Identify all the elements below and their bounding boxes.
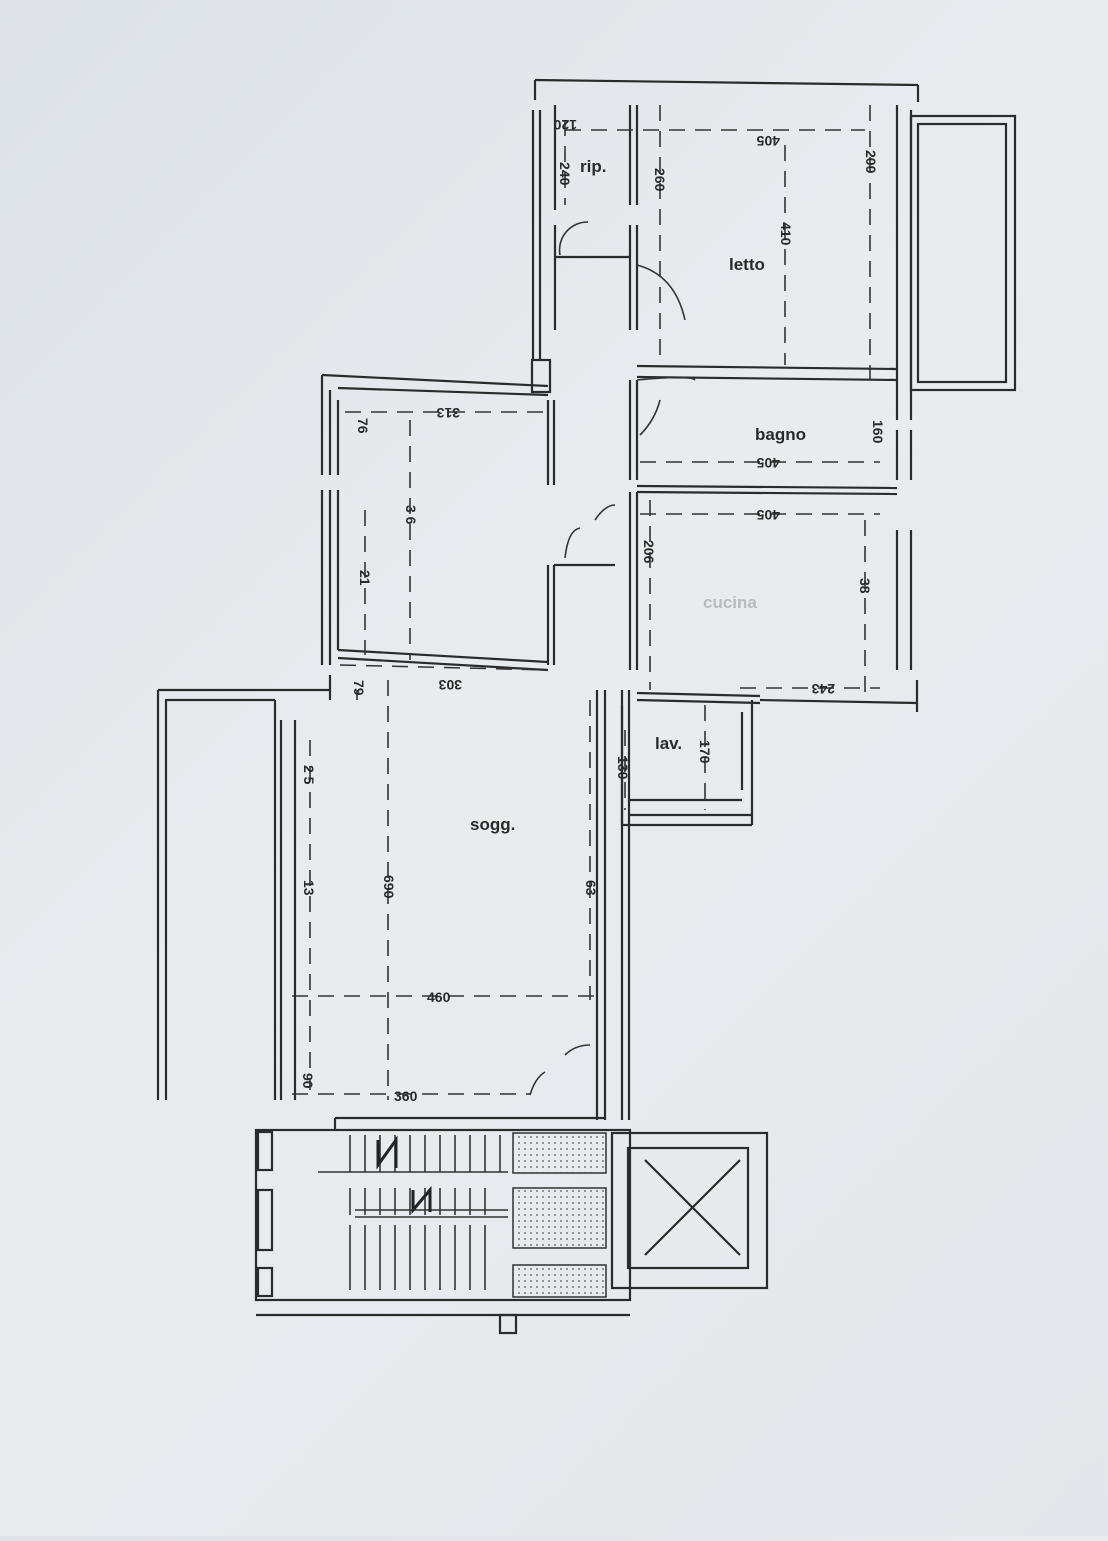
dim-label-690: 690 [381, 875, 397, 899]
dim-label-313: 313 [436, 405, 460, 421]
stair-treads [318, 1135, 508, 1290]
room-label-cucina: cucina [703, 593, 757, 612]
door-swings [529, 221, 696, 1096]
dim-label-260: 260 [652, 168, 668, 192]
dim-label-240: 240 [557, 162, 573, 186]
dim-label-200: 200 [863, 150, 879, 174]
dim-label-2-5: 2 5 [301, 765, 317, 785]
room-label-bagno: bagno [755, 425, 806, 444]
dim-label-410: 410 [778, 222, 794, 246]
dim-label-130: 130 [615, 756, 631, 780]
dim-label-405-cucina: 405 [756, 507, 780, 523]
dim-label-13: 13 [301, 880, 317, 896]
dim-label-120: 120 [553, 117, 577, 133]
room-label-rip: rip. [580, 157, 606, 176]
dim-label-38: 38 [857, 578, 873, 594]
dim-label-460: 460 [427, 989, 451, 1005]
dim-label-79: 79 [351, 680, 367, 696]
dimension-lines [292, 105, 880, 1100]
dim-label-76: 76 [355, 418, 371, 434]
dim-label-3-6: 3 6 [403, 505, 419, 525]
dim-label-90: 90 [300, 1073, 316, 1089]
dim-label-63: 63 [583, 880, 599, 896]
dim-label-360: 360 [394, 1088, 418, 1104]
room-label-sogg: sogg. [470, 815, 515, 834]
room-label-letto: letto [729, 255, 765, 274]
room-label-lav: lav. [655, 734, 682, 753]
dim-label-206: 206 [641, 540, 657, 564]
dim-label-303: 303 [438, 677, 462, 693]
dim-label-21: 21 [357, 570, 373, 586]
stair-direction-arrows [376, 1135, 432, 1215]
dim-label-405-top: 405 [756, 133, 780, 149]
stair-landings [512, 1132, 607, 1298]
dim-label-405-bagno: 405 [756, 455, 780, 471]
dim-label-243: 243 [811, 681, 835, 697]
dim-label-160: 160 [870, 420, 886, 444]
walls [156, 78, 1017, 1335]
dim-label-170: 170 [697, 740, 713, 764]
